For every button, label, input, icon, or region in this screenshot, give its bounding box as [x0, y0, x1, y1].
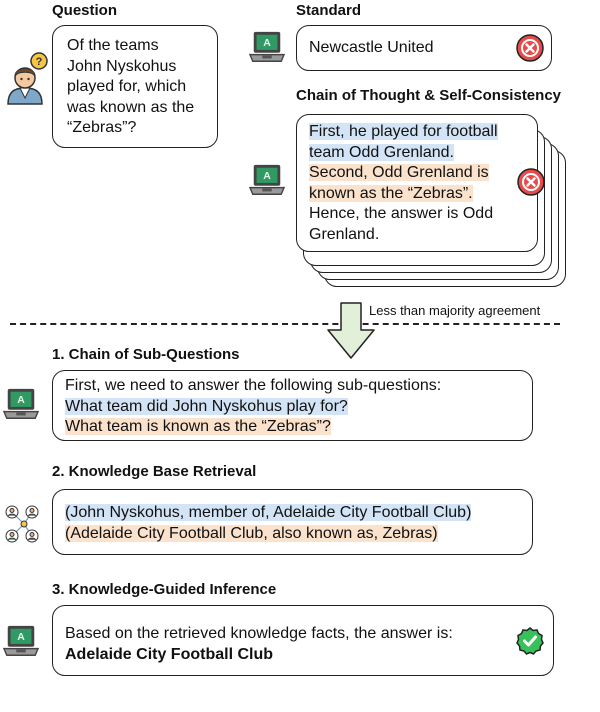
standard-answer-box: Newcastle United	[296, 25, 552, 71]
wrong-mark-icon	[515, 33, 545, 63]
cot-line: Second, Odd Grenland is	[309, 164, 489, 181]
person-question-icon: ?	[7, 52, 48, 105]
cot-line: known as the “Zebras”.	[309, 184, 473, 202]
section-divider	[10, 323, 560, 325]
inference-box: Based on the retrieved knowledge facts, …	[52, 605, 554, 676]
cot-line: Grenland.	[309, 225, 380, 243]
sub-question-1: What team did John Nyskohus play for?	[65, 397, 348, 415]
standard-answer: Newcastle United	[309, 39, 434, 56]
down-arrow-icon	[327, 302, 375, 359]
standard-heading: Standard	[296, 2, 362, 19]
cot-text: First, he played for football team Odd G…	[309, 122, 524, 245]
robot-laptop-icon	[248, 30, 286, 66]
knowledge-fact-2: (Adelaide City Football Club, also known…	[65, 524, 438, 542]
question-line: played for, which	[67, 78, 187, 95]
step1-heading: 1. Chain of Sub-Questions	[52, 346, 240, 363]
step2-heading: 2. Knowledge Base Retrieval	[52, 463, 257, 480]
knowledge-facts-text: (John Nyskohus, member of, Adelaide City…	[65, 503, 472, 544]
question-text: Of the teams John Nyskohus played for, w…	[67, 36, 217, 139]
final-answer: Adelaide City Football Club	[65, 645, 274, 663]
sub-questions-box: First, we need to answer the following s…	[52, 370, 533, 441]
knowledge-fact-1: (John Nyskohus, member of, Adelaide City…	[65, 504, 472, 521]
step3-heading: 3. Knowledge-Guided Inference	[52, 581, 277, 598]
svg-text:?: ?	[36, 56, 43, 68]
sub-questions-intro: First, we need to answer the following s…	[65, 377, 442, 394]
people-network-icon	[5, 505, 39, 543]
arrow-label: Less than majority agreement	[369, 303, 541, 318]
inference-text: Based on the retrieved knowledge facts, …	[65, 624, 453, 665]
robot-laptop-icon	[2, 624, 40, 660]
question-line: John Nyskohus	[67, 57, 177, 75]
robot-laptop-icon	[248, 163, 286, 199]
cot-heading: Chain of Thought & Self-Consistency	[296, 87, 561, 104]
cot-line: Hence, the answer is Odd	[309, 205, 494, 222]
question-bubble: Of the teams John Nyskohus played for, w…	[52, 25, 218, 148]
sub-questions-text: First, we need to answer the following s…	[65, 376, 441, 438]
knowledge-facts-box: (John Nyskohus, member of, Adelaide City…	[52, 489, 533, 555]
correct-mark-icon	[515, 626, 545, 656]
question-heading: Question	[52, 2, 118, 19]
cot-line: team Odd Grenland.	[309, 143, 454, 161]
question-line: “Zebras”?	[67, 119, 137, 136]
robot-laptop-icon	[2, 387, 40, 423]
inference-intro: Based on the retrieved knowledge facts, …	[65, 625, 453, 642]
sub-question-2: What team is known as the “Zebras”?	[65, 418, 331, 435]
question-line: was known as the	[67, 98, 195, 116]
wrong-mark-icon	[516, 167, 546, 197]
cot-line: First, he played for football	[309, 123, 498, 140]
question-line: Of the teams	[67, 37, 159, 54]
cot-reasoning-box: First, he played for football team Odd G…	[296, 114, 538, 252]
